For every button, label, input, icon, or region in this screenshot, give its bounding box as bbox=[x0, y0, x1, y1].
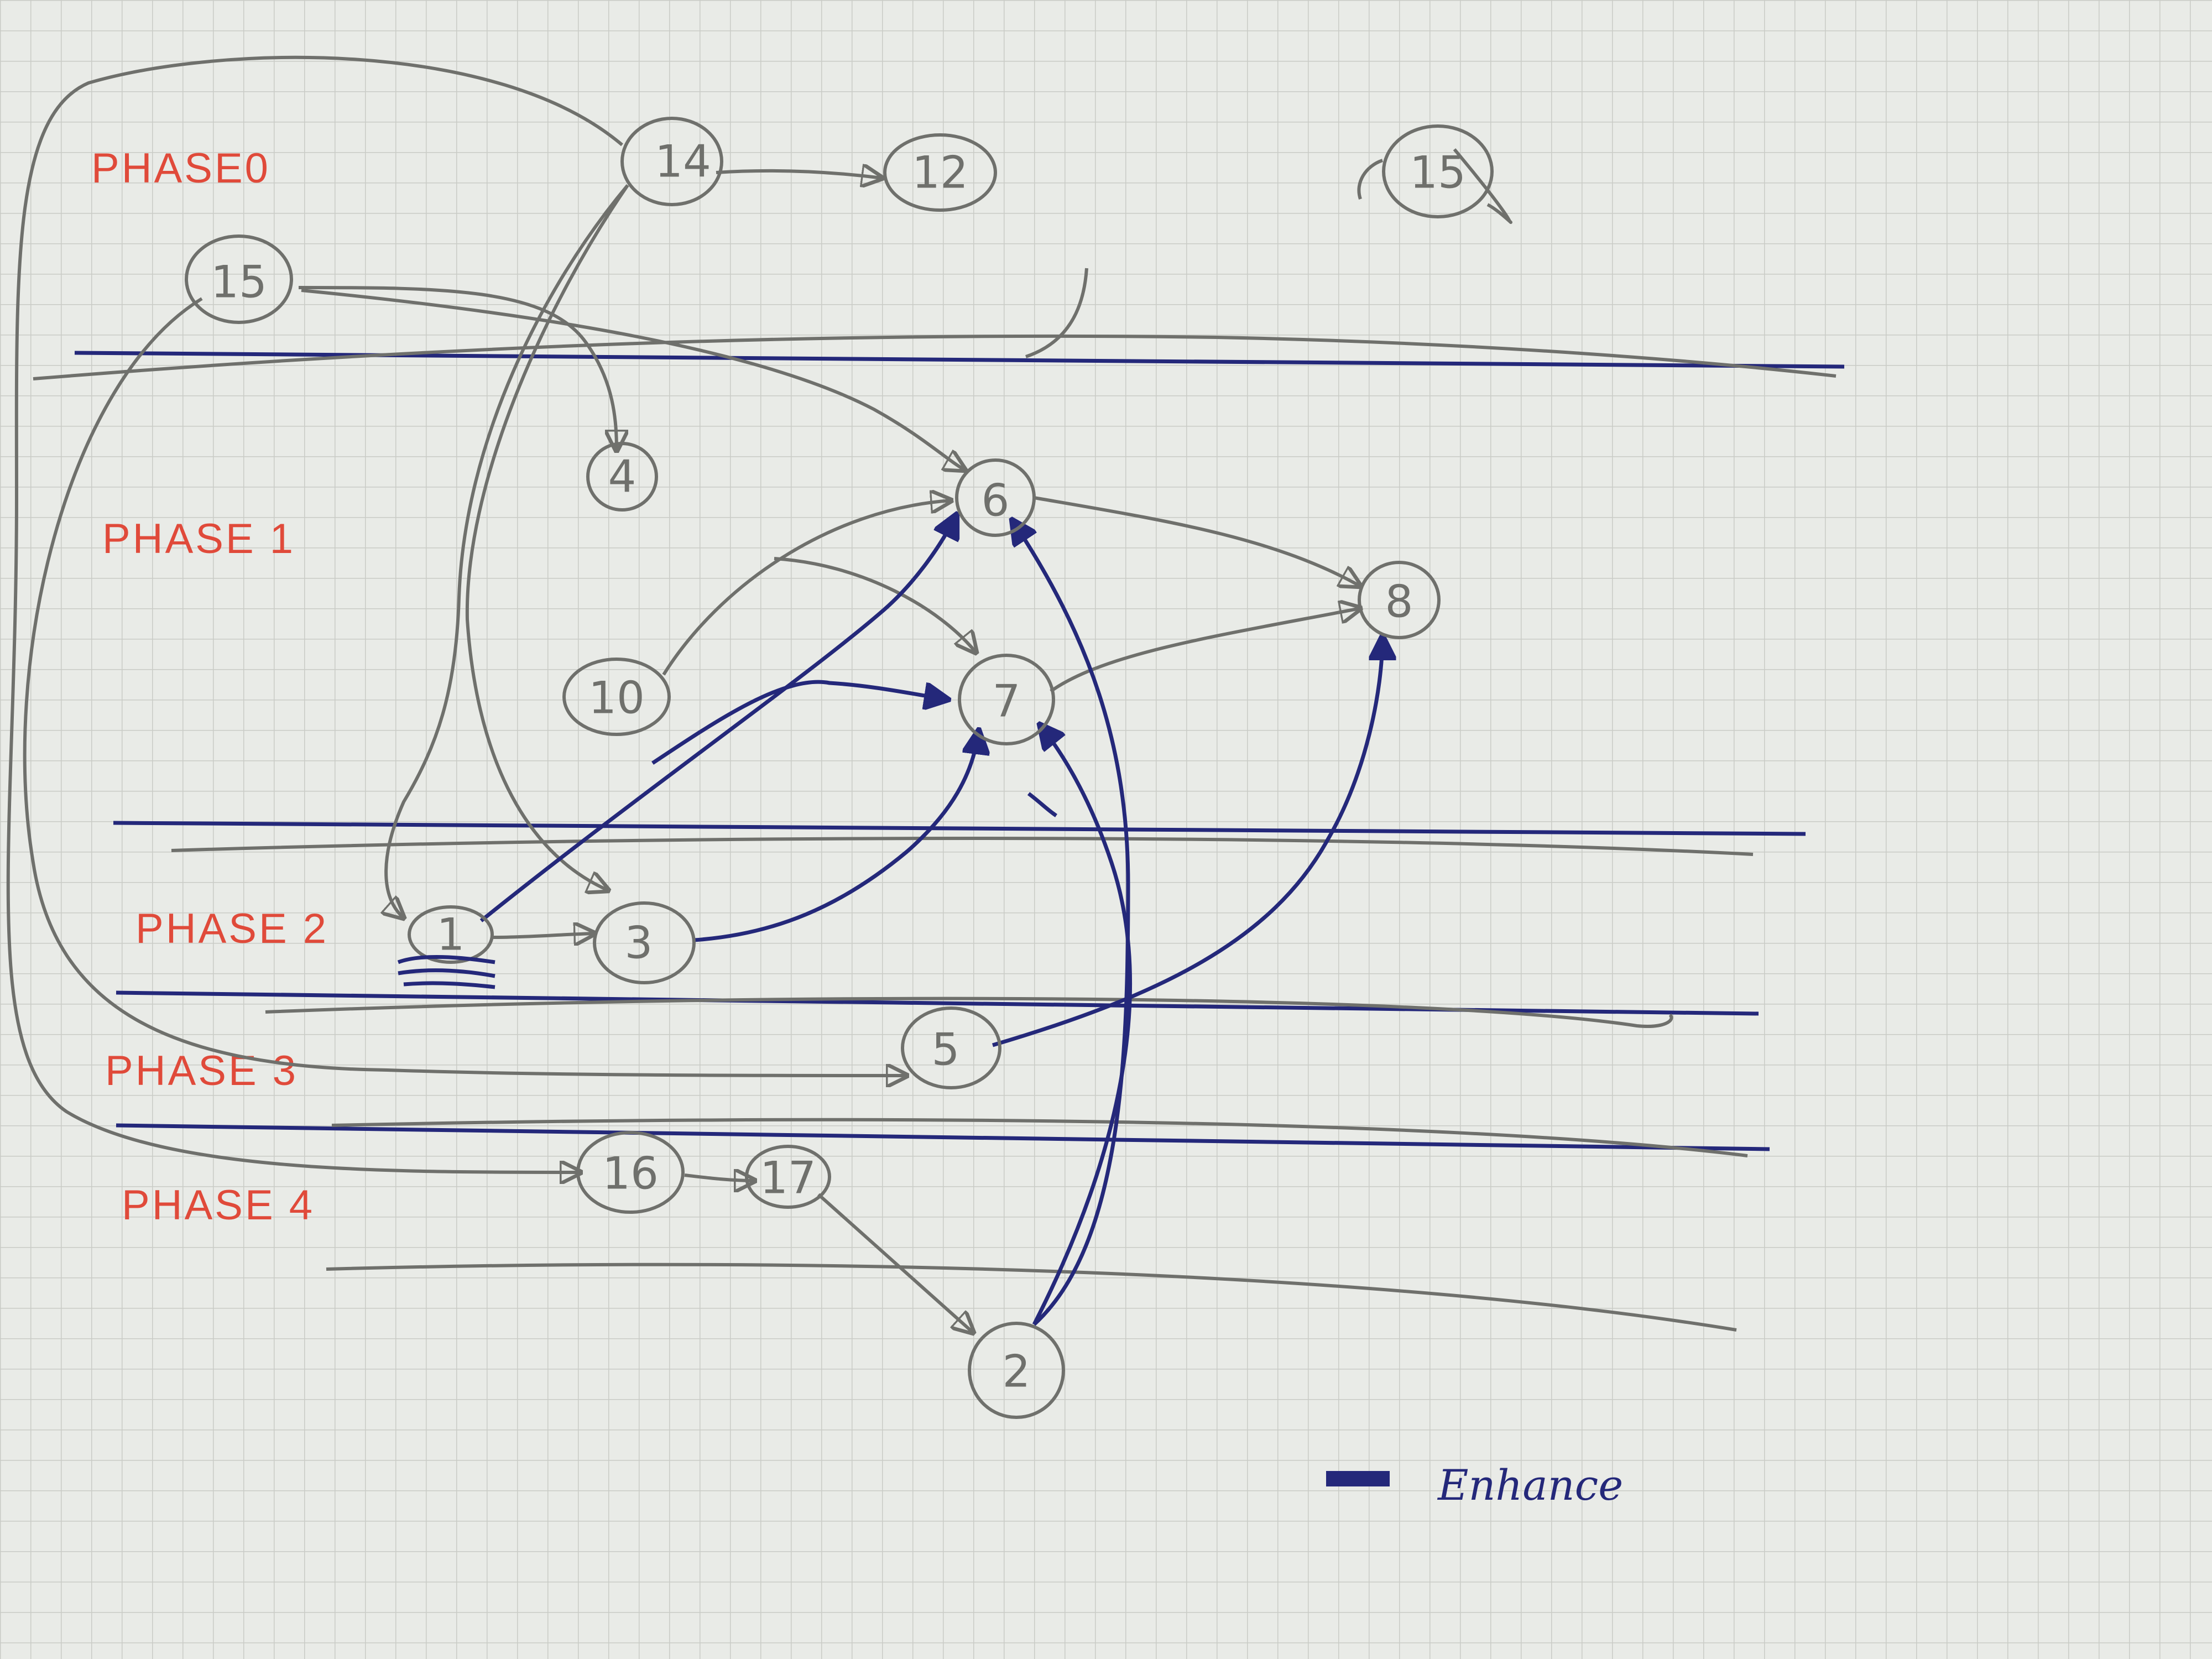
edge-1-3 bbox=[493, 933, 594, 937]
legend: Enhance bbox=[1326, 1460, 1623, 1510]
phase-label-2: PHASE 2 bbox=[135, 905, 328, 952]
edge-10-7 bbox=[774, 557, 976, 653]
legend-swatch bbox=[1326, 1471, 1390, 1486]
enhance-scribble bbox=[397, 955, 495, 989]
legend-label: Enhance bbox=[1437, 1460, 1623, 1510]
svg-text:8: 8 bbox=[1385, 576, 1413, 628]
phase-label-3: PHASE 3 bbox=[105, 1047, 298, 1094]
edge-2-7 bbox=[1032, 724, 1132, 1326]
node-8: 8 bbox=[1358, 561, 1441, 639]
svg-text:1: 1 bbox=[437, 909, 465, 961]
phase-label-4: PHASE 4 bbox=[122, 1182, 315, 1229]
divider-2-3-pencil bbox=[265, 997, 1673, 1028]
edge-17-2 bbox=[817, 1193, 973, 1333]
edge-1-6 bbox=[479, 514, 957, 922]
node-5: 5 bbox=[901, 1006, 1001, 1089]
node-14: 14 bbox=[620, 117, 723, 206]
svg-text:10: 10 bbox=[588, 672, 645, 724]
svg-text:15: 15 bbox=[211, 257, 267, 308]
node-16: 16 bbox=[576, 1131, 685, 1214]
edge-1-7 bbox=[651, 680, 948, 765]
svg-text:6: 6 bbox=[982, 475, 1010, 526]
edge-15-6 bbox=[301, 289, 965, 470]
node-6: 6 bbox=[955, 458, 1036, 537]
svg-text:14: 14 bbox=[655, 136, 711, 187]
edge-stray-pencil bbox=[1025, 268, 1088, 358]
svg-text:5: 5 bbox=[932, 1024, 960, 1076]
edge-14-3 bbox=[465, 184, 629, 890]
edge-7-8 bbox=[1050, 608, 1360, 693]
node-7: 7 bbox=[958, 654, 1055, 745]
divider-4-bottom-pencil bbox=[326, 1262, 1737, 1332]
node-10: 10 bbox=[562, 658, 671, 736]
node-2: 2 bbox=[968, 1322, 1065, 1419]
edge-14-12 bbox=[716, 171, 882, 178]
divider-3-4 bbox=[116, 1123, 1770, 1151]
pencil-edges bbox=[6, 55, 1360, 1333]
phase-labels: PHASE0 PHASE 1 PHASE 2 PHASE 3 PHASE 4 bbox=[91, 145, 328, 1229]
node-15: 15 bbox=[185, 234, 293, 324]
node-1: 1 bbox=[397, 905, 495, 989]
edge-15-5 bbox=[23, 297, 907, 1076]
node-3: 3 bbox=[593, 901, 696, 984]
svg-text:2: 2 bbox=[1003, 1346, 1031, 1397]
stray-ink-tick bbox=[1027, 792, 1057, 817]
node-17: 17 bbox=[745, 1145, 831, 1209]
edge-2-6 bbox=[1012, 520, 1130, 1326]
svg-text:17: 17 bbox=[760, 1152, 816, 1204]
svg-text:15: 15 bbox=[1410, 147, 1466, 199]
divider-0-1-pencil bbox=[33, 334, 1837, 380]
svg-text:4: 4 bbox=[608, 451, 637, 503]
svg-text:12: 12 bbox=[912, 147, 968, 199]
svg-text:7: 7 bbox=[993, 676, 1021, 727]
edge-5-8 bbox=[992, 636, 1383, 1047]
enhance-edges bbox=[479, 514, 1383, 1326]
node-4: 4 bbox=[586, 442, 658, 512]
svg-text:3: 3 bbox=[625, 917, 653, 969]
phase-label-1: PHASE 1 bbox=[102, 515, 295, 562]
svg-text:16: 16 bbox=[602, 1148, 659, 1199]
node-12: 12 bbox=[883, 133, 997, 212]
scribble-mark bbox=[1357, 148, 1512, 224]
phase-label-0: PHASE0 bbox=[91, 145, 270, 192]
edge-14-16 bbox=[6, 55, 623, 1172]
divider-1-2-pencil bbox=[171, 837, 1754, 856]
nodes: 14 12 15 15 4 6 8 10 bbox=[185, 117, 1512, 1419]
node-15-crossed-out: 15 bbox=[1357, 124, 1512, 224]
edge-6-8 bbox=[1034, 496, 1360, 586]
edge-3-7 bbox=[693, 730, 979, 942]
